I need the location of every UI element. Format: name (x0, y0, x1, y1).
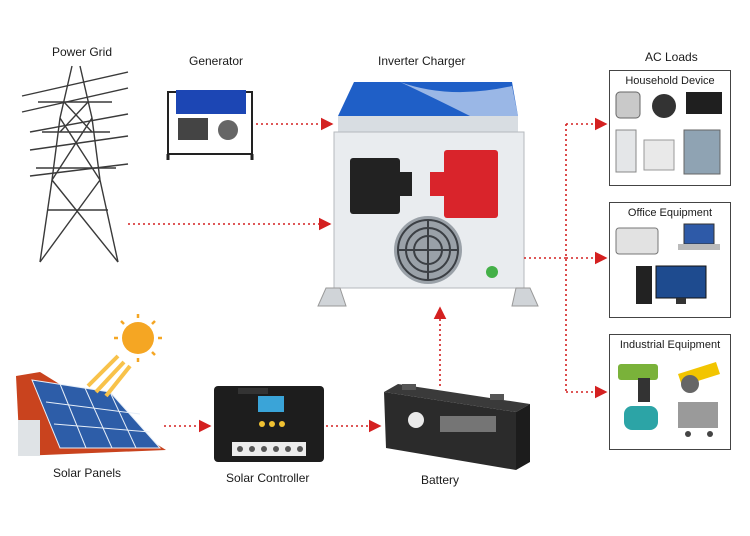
solar-controller-label: Solar Controller (226, 471, 310, 485)
connection-lines (128, 117, 608, 433)
office-equipment-title: Office Equipment (627, 207, 713, 219)
household-device-title: Household Device (625, 75, 715, 87)
solar-controller-icon (214, 386, 324, 462)
ac-loads-label: AC Loads (645, 50, 698, 64)
inverter-label: Inverter Charger (378, 54, 466, 68)
industrial-equipment-title: Industrial Equipment (619, 339, 721, 351)
generator-label: Generator (189, 54, 244, 68)
power-grid-label: Power Grid (52, 45, 113, 59)
solar-panels-label: Solar Panels (53, 466, 122, 480)
industrial-equipment-icon (618, 362, 720, 437)
power-tower-icon (21, 65, 129, 263)
household-appliances-icon (615, 91, 722, 175)
office-equipment-box: Office Equipment (609, 202, 731, 318)
sun-icon (86, 314, 162, 398)
solar-panel-icon (16, 372, 166, 456)
generator-icon (166, 90, 254, 160)
inverter-charger-icon (317, 82, 539, 307)
battery-label: Battery (421, 473, 460, 487)
office-equipment-icon (615, 223, 720, 304)
industrial-equipment-box: Industrial Equipment (609, 334, 731, 450)
battery-icon (384, 384, 530, 470)
